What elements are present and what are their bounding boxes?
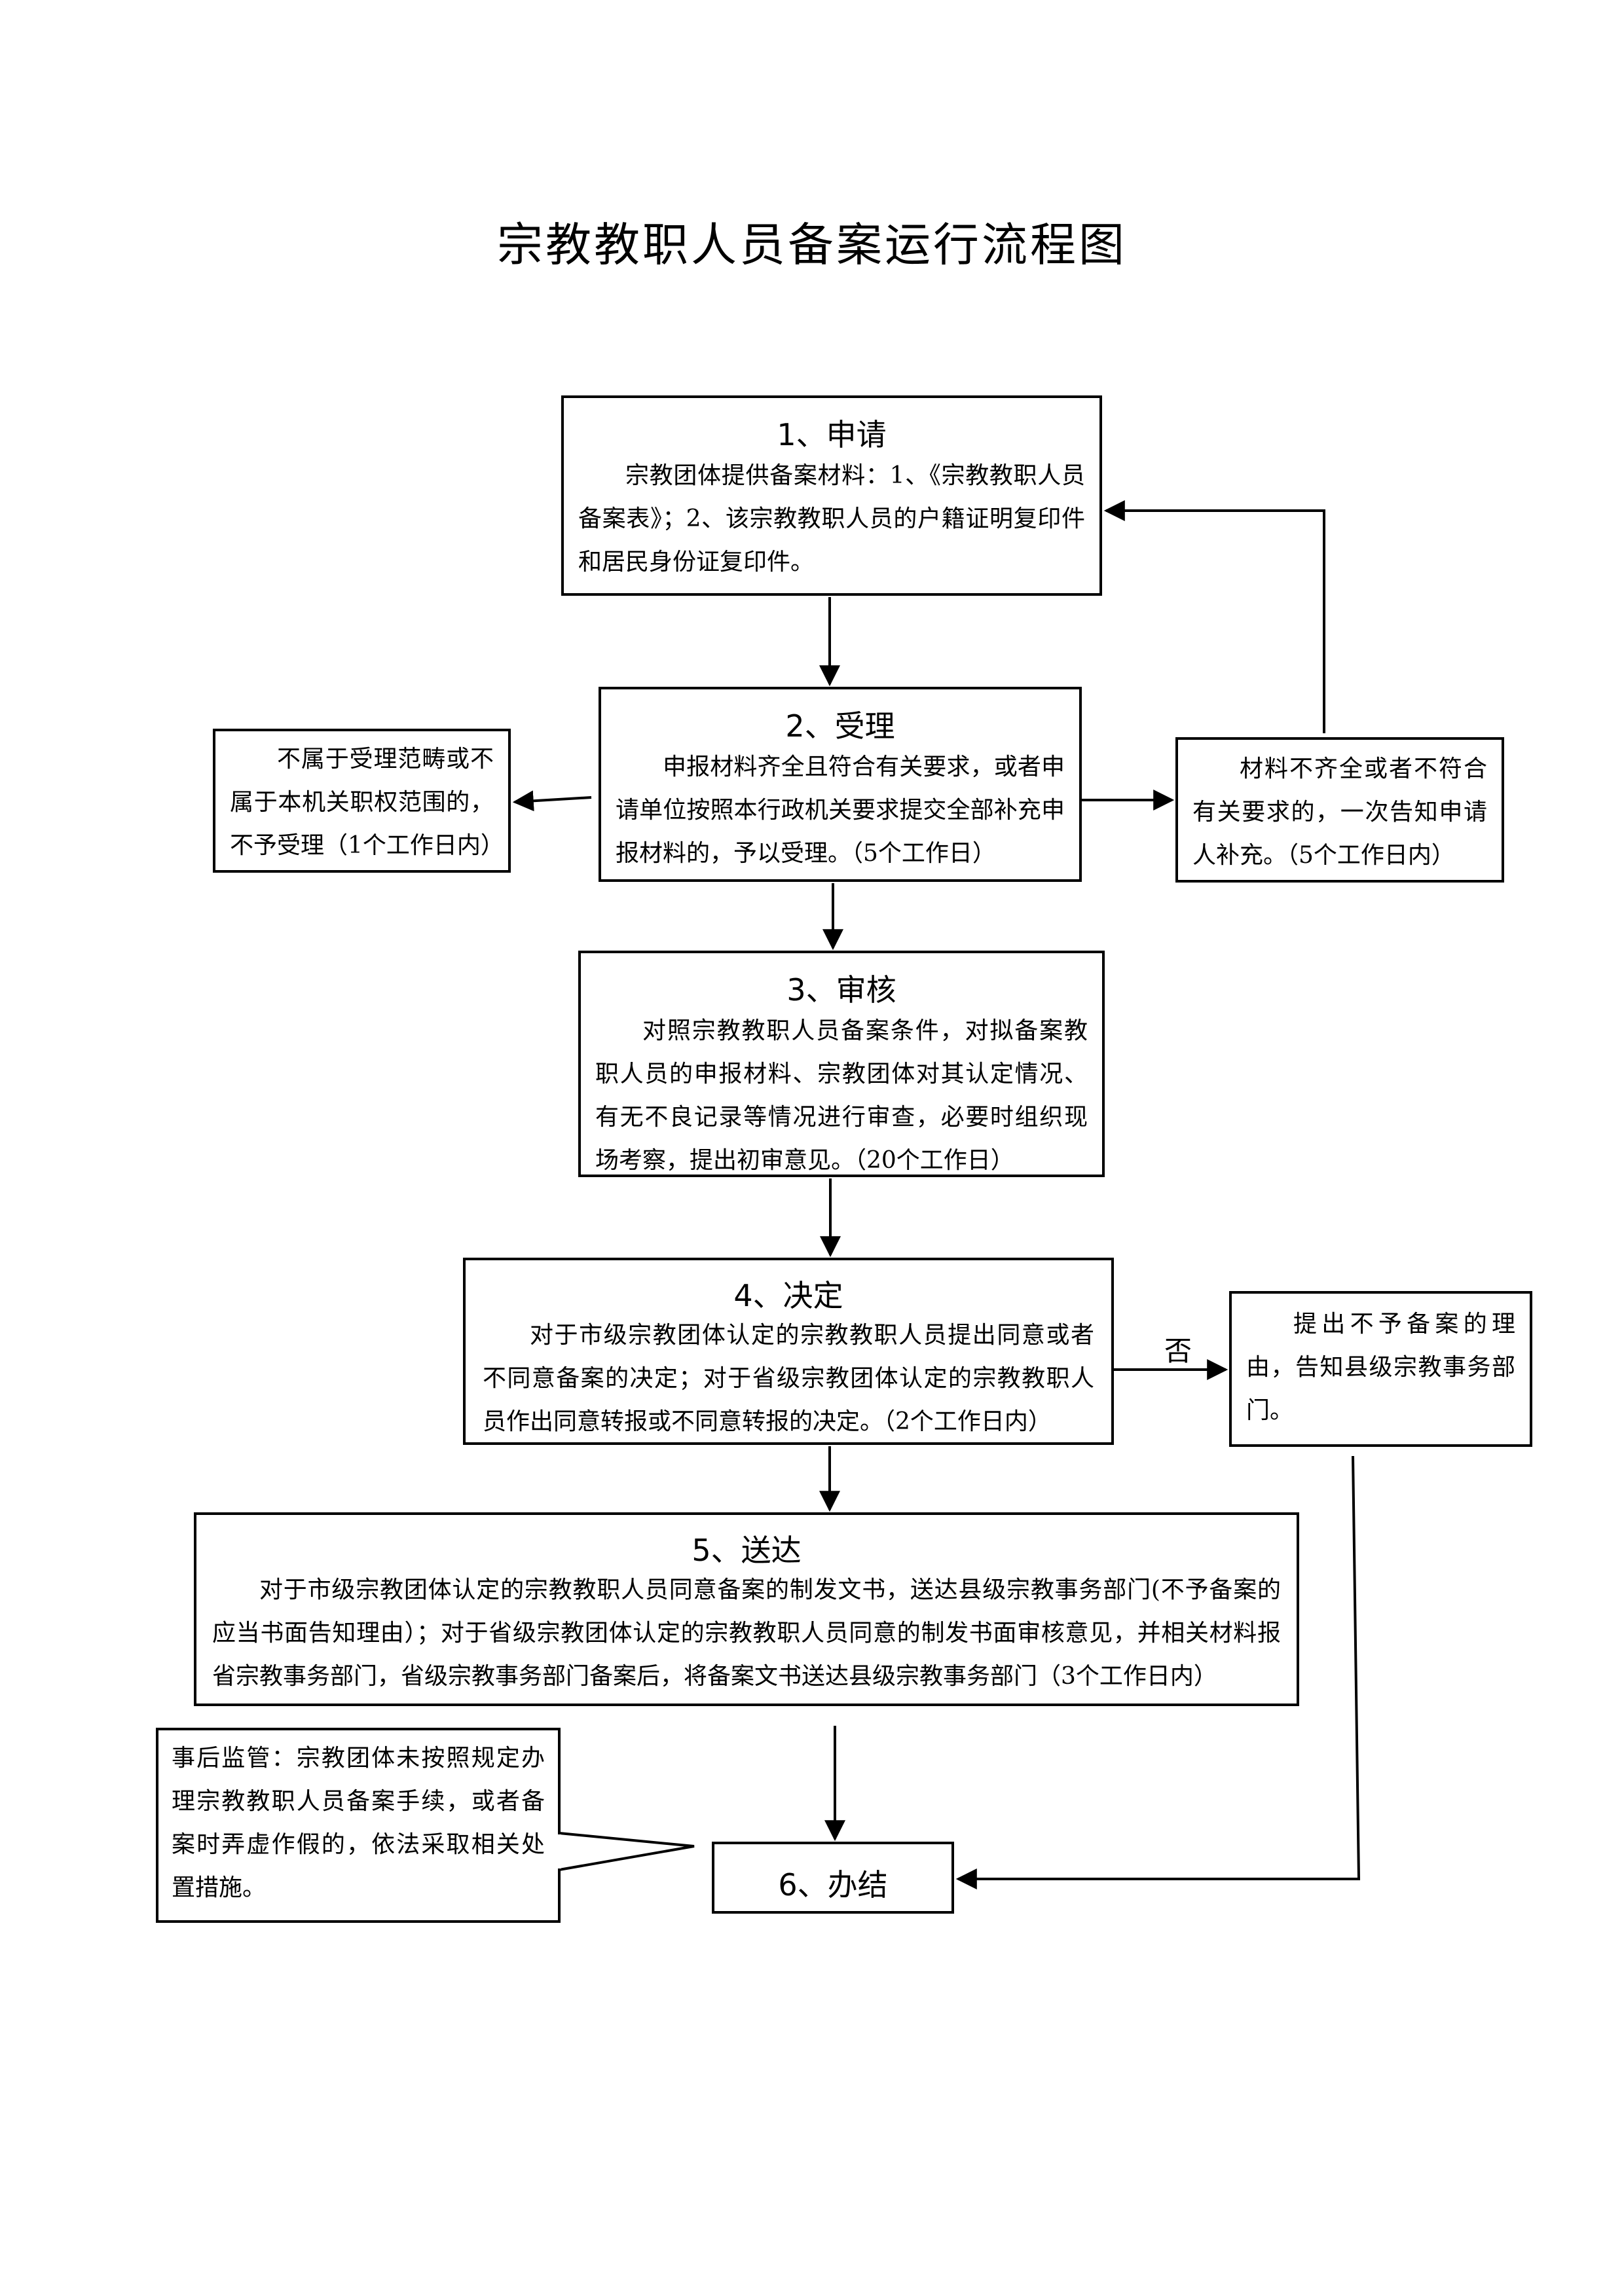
arrow-supplement-1: [1103, 500, 1325, 733]
reject-text: 不属于受理范畴或不属于本机关职权范围的，不予受理（1个工作日内）: [230, 746, 504, 859]
supplement-text: 材料不齐全或者不符合有关要求的，一次告知申请人补充。（5个工作日内）: [1192, 756, 1487, 869]
step-3-text: 对照宗教教职人员备案条件，对拟备案教职人员的申报材料、宗教团体对其认定情况、有无…: [595, 1017, 1088, 1174]
step-6-box: 6、办结: [712, 1842, 954, 1914]
arrow-not-filed-6: [955, 1455, 1361, 1889]
step-1-box: 1、申请 宗教团体提供备案材料：1、《宗教教职人员备案表》；2、该宗教教职人员的…: [561, 395, 1102, 596]
step-4-text: 对于市级宗教团体认定的宗教教职人员提出同意或者不同意备案的决定；对于省级宗教团体…: [483, 1322, 1094, 1435]
not-filed-text: 提出不予备案的理由，告知县级宗教事务部门。: [1246, 1311, 1515, 1424]
page-title: 宗教教职人员备案运行流程图: [497, 218, 1127, 272]
supervision-text: 事后监管：宗教团体未按照规定办理宗教教职人员备案手续，或者备案时弄虚作假的，依法…: [172, 1745, 545, 1901]
arrow-2-reject: [512, 790, 592, 812]
step-1-text: 宗教团体提供备案材料：1、《宗教教职人员备案表》；2、该宗教教职人员的户籍证明复…: [578, 462, 1085, 575]
step-5-title: 5、送达: [692, 1533, 802, 1568]
supervision-box: 事后监管：宗教团体未按照规定办理宗教教职人员备案手续，或者备案时弄虚作假的，依法…: [156, 1728, 561, 1923]
step-2-box: 2、受理 申报材料齐全且符合有关要求，或者申请单位按照本行政机关要求提交全部补充…: [599, 687, 1082, 882]
step-6-title: 6、办结: [778, 1867, 888, 1903]
reject-box: 不属于受理范畴或不属于本机关职权范围的，不予受理（1个工作日内）: [213, 729, 511, 873]
no-label: 否: [1164, 1335, 1192, 1367]
step-3-box: 3、审核 对照宗教教职人员备案条件，对拟备案教职人员的申报材料、宗教团体对其认定…: [578, 951, 1105, 1177]
step-2-title: 2、受理: [785, 708, 895, 744]
step-5-box: 5、送达 对于市级宗教团体认定的宗教教职人员同意备案的制发文书，送达县级宗教事务…: [194, 1512, 1299, 1706]
step-5-text: 对于市级宗教团体认定的宗教教职人员同意备案的制发文书，送达县级宗教事务部门(不予…: [212, 1576, 1281, 1690]
supplement-box: 材料不齐全或者不符合有关要求的，一次告知申请人补充。（5个工作日内）: [1175, 737, 1504, 883]
step-1-title: 1、申请: [777, 417, 887, 452]
step-4-title: 4、决定: [733, 1278, 843, 1313]
step-2-text: 申报材料齐全且符合有关要求，或者申请单位按照本行政机关要求提交全部补充申报材料的…: [616, 754, 1065, 867]
step-3-title: 3、审核: [786, 972, 896, 1008]
step-4-box: 4、决定 对于市级宗教团体认定的宗教教职人员提出同意或者不同意备案的决定；对于省…: [463, 1258, 1114, 1445]
not-filed-box: 提出不予备案的理由，告知县级宗教事务部门。: [1229, 1291, 1532, 1447]
supervision-callout-pointer: [558, 1831, 695, 1872]
